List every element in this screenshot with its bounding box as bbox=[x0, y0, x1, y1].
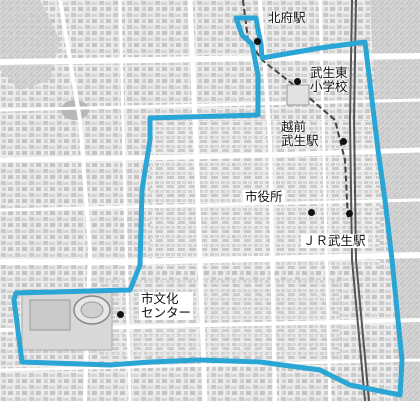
takefu-higashi-school-label: 武生東 小学校 bbox=[310, 65, 348, 94]
hill-area bbox=[0, 0, 60, 90]
city-office-marker[interactable] bbox=[308, 209, 315, 216]
stadium bbox=[21, 289, 113, 351]
cultural-center-label: 市文化 センター bbox=[139, 291, 194, 320]
cultural-center-marker[interactable] bbox=[117, 311, 124, 318]
school-ground bbox=[286, 84, 310, 106]
pond bbox=[61, 100, 89, 120]
echizen-takefu-station-marker[interactable] bbox=[340, 138, 347, 145]
echizen-takefu-station-label: 越前 武生駅 bbox=[281, 119, 319, 148]
kitafu-station-marker[interactable] bbox=[254, 38, 261, 45]
city-office-label: 市役所 bbox=[243, 189, 285, 204]
district-boundary bbox=[11, 15, 405, 398]
kitafu-station-label: 北府駅 bbox=[268, 10, 306, 25]
jr-takefu-station-marker[interactable] bbox=[346, 210, 353, 217]
school-marker[interactable] bbox=[294, 78, 301, 85]
jr-takefu-station-label: ＪＲ武生駅 bbox=[301, 233, 368, 248]
dense-area-south bbox=[100, 280, 340, 360]
